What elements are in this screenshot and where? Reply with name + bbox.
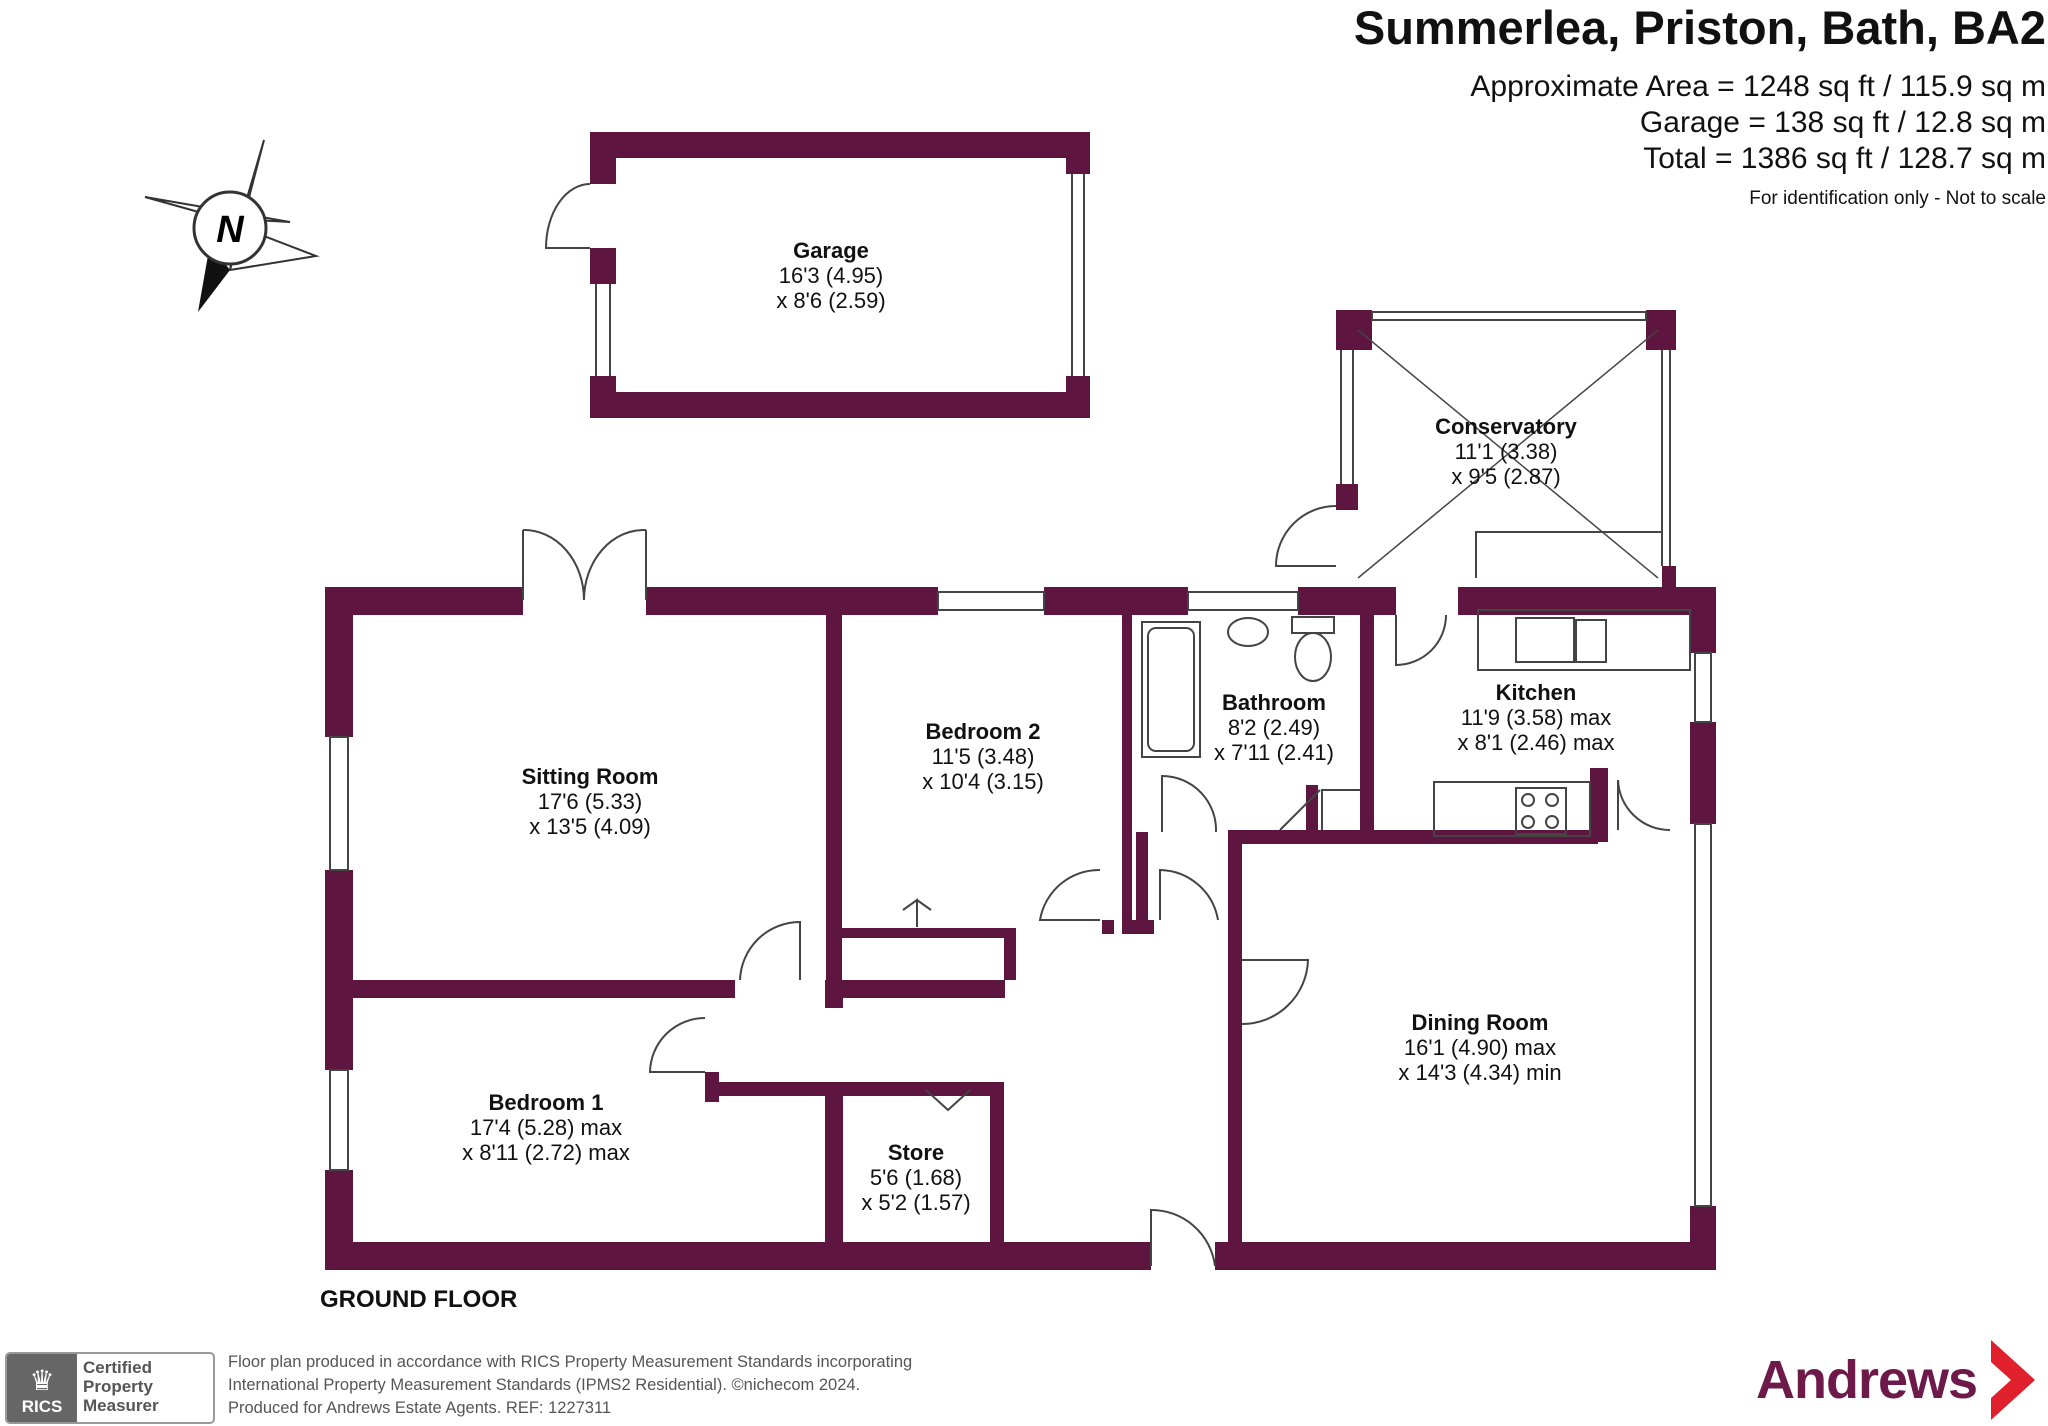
room-bedroom-1: Bedroom 1 17'4 (5.28) max x 8'11 (2.72) … — [462, 1090, 630, 1165]
brand-logo: Andrews — [1756, 1340, 2037, 1420]
area-garage: Garage = 138 sq ft / 12.8 sq m — [1639, 106, 2046, 139]
room-store: Store 5'6 (1.68) x 5'2 (1.57) — [861, 1140, 970, 1215]
room-name: Bedroom 1 — [488, 1090, 604, 1115]
rics-text: Certified Property Measurer — [77, 1354, 213, 1422]
rics-line: Measurer — [83, 1396, 159, 1415]
area-total: Total = 1386 sq ft / 128.7 sq m — [1643, 142, 2046, 175]
rics-line: Property — [83, 1377, 153, 1396]
rics-abbr: RICS — [21, 1397, 63, 1416]
room-name: Conservatory — [1435, 414, 1577, 439]
room-dim: x 8'6 (2.59) — [776, 288, 886, 313]
room-name: Kitchen — [1495, 680, 1577, 705]
room-dim: 16'1 (4.90) max — [1403, 1035, 1557, 1060]
brand-arrow-icon — [1991, 1340, 2036, 1420]
room-bedroom-2: Bedroom 2 11'5 (3.48) x 10'4 (3.15) — [922, 719, 1044, 794]
footer-line: Produced for Andrews Estate Agents. REF:… — [228, 1399, 612, 1417]
room-bathroom: Bathroom 8'2 (2.49) x 7'11 (2.41) — [1214, 690, 1334, 765]
room-conservatory: Conservatory 11'1 (3.38) x 9'5 (2.87) — [1435, 414, 1577, 489]
room-dim: 17'4 (5.28) max — [469, 1115, 623, 1140]
room-kitchen: Kitchen 11'9 (3.58) max x 8'1 (2.46) max — [1457, 680, 1614, 755]
rics-badge: ♛ RICS Certified Property Measurer — [5, 1352, 215, 1424]
footer-line: Floor plan produced in accordance with R… — [228, 1353, 913, 1371]
footer-line: International Property Measurement Stand… — [228, 1376, 861, 1394]
room-name: Sitting Room — [521, 764, 659, 789]
rics-lion-icon: ♛ — [29, 1365, 55, 1396]
room-dim: x 8'1 (2.46) max — [1457, 730, 1615, 755]
room-name: Dining Room — [1411, 1010, 1549, 1035]
rics-logo: ♛ RICS — [7, 1354, 77, 1422]
room-dim: x 10'4 (3.15) — [922, 769, 1044, 794]
room-dim: 11'5 (3.48) — [931, 744, 1035, 769]
room-sitting-room: Sitting Room 17'6 (5.33) x 13'5 (4.09) — [522, 764, 659, 839]
compass: N — [144, 139, 320, 312]
property-title: Summerlea, Priston, Bath, BA2 — [1353, 1, 2046, 54]
room-dim: x 9'5 (2.87) — [1451, 464, 1561, 489]
rics-line: Certified — [83, 1358, 152, 1377]
room-dim: x 5'2 (1.57) — [861, 1190, 971, 1215]
area-main: Approximate Area = 1248 sq ft / 115.9 sq… — [1470, 70, 2046, 103]
room-dim: 16'3 (4.95) — [778, 263, 884, 288]
brand-name: Andrews — [1756, 1350, 1978, 1410]
room-garage: Garage 16'3 (4.95) x 8'6 (2.59) — [776, 238, 885, 313]
room-dim: 8'2 (2.49) — [1227, 715, 1321, 740]
walls — [325, 132, 1716, 1270]
room-name: Bathroom — [1222, 690, 1326, 715]
room-dim: 5'6 (1.68) — [869, 1165, 963, 1190]
room-dining-room: Dining Room 16'1 (4.90) max x 14'3 (4.34… — [1398, 1010, 1561, 1085]
room-dim: x 8'11 (2.72) max — [462, 1140, 630, 1165]
footer-text: Floor plan produced in accordance with R… — [228, 1351, 912, 1420]
scale-note: For identification only - Not to scale — [1749, 188, 2046, 209]
room-dim: 11'9 (3.58) max — [1460, 705, 1612, 730]
floor-label: GROUND FLOOR — [320, 1286, 518, 1313]
room-dim: 11'1 (3.38) — [1454, 439, 1558, 464]
room-name: Bedroom 2 — [925, 719, 1041, 744]
room-name: Garage — [793, 238, 869, 263]
room-dim: 17'6 (5.33) — [537, 789, 643, 814]
room-name: Store — [887, 1140, 945, 1165]
room-dim: x 7'11 (2.41) — [1214, 740, 1334, 765]
room-dim: x 13'5 (4.09) — [529, 814, 651, 839]
compass-n-label: N — [216, 209, 245, 251]
windows-doors — [329, 174, 1712, 1267]
room-dim: x 14'3 (4.34) min — [1398, 1060, 1562, 1085]
